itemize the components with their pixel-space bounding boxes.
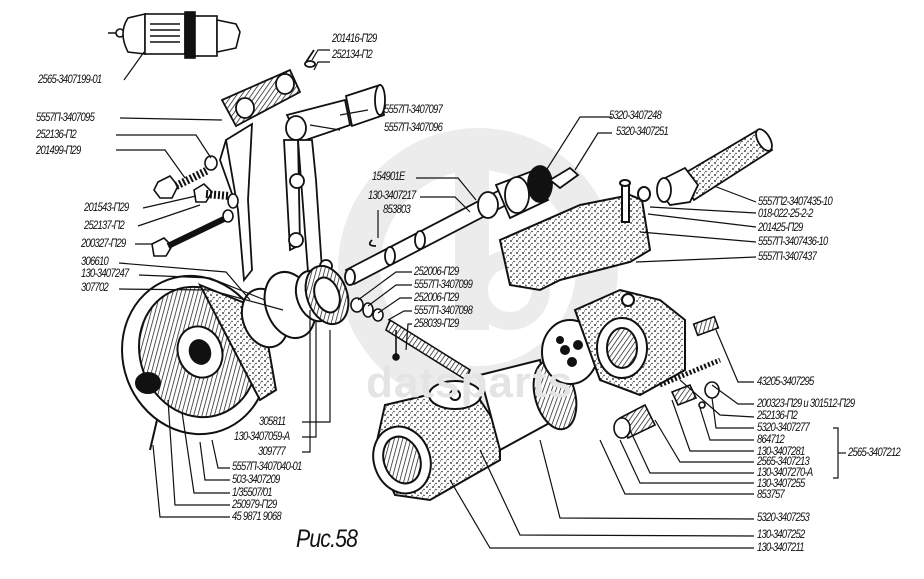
pump-head-drawing: [573, 288, 686, 397]
label-part-853757: 853757: [757, 489, 785, 501]
label-housing-437: 5557П-3407437: [758, 251, 817, 263]
label-part-45-9871: 45 9871 9068: [232, 511, 282, 523]
label-washer-left-2: 252137-П2: [84, 220, 125, 232]
label-bolt-top: 201416-П29: [332, 33, 377, 45]
label-shaft-217: 130-3407217: [368, 190, 416, 202]
label-part-099: 5557П-3407099: [414, 279, 473, 291]
label-part-255: 130-3407255: [757, 478, 805, 490]
label-bearing-154901: 154901Е: [372, 171, 405, 183]
label-bolt-left-2: 201543-П29: [84, 202, 129, 214]
label-bearing-2: 307702: [81, 282, 109, 294]
label-gear-5320-248: 5320-3407248: [609, 110, 662, 122]
label-gear-5320-251: 5320-3407251: [616, 126, 669, 138]
label-group-2565-212: 2565-3407212: [848, 447, 901, 459]
label-part-503-209: 503-3407209: [232, 474, 280, 486]
label-pin-top: 5557П-3407097: [384, 104, 443, 116]
starter-unit-drawing: [108, 11, 241, 81]
label-washer-252136: 252136-П2: [757, 410, 798, 422]
label-part-040-01: 5557П-3407040-01: [232, 461, 302, 473]
watermark-text: datsparts: [366, 358, 574, 407]
leader-lines: [116, 49, 846, 549]
label-part-059a: 130-3407059-А: [234, 431, 290, 443]
label-oring-018: 018-022-25-2-2: [758, 208, 813, 220]
label-lever-bracket: 5557П-3407095: [36, 112, 95, 124]
label-part-098: 5557П-3407098: [414, 305, 473, 317]
cylinder-block-drawing: [478, 319, 599, 452]
label-key-853803: 853803: [383, 204, 411, 216]
pump-body-drawing: [372, 380, 501, 502]
filter-tube-drawing: [656, 128, 774, 206]
label-part-252: 130-3407252: [757, 529, 805, 541]
label-part-270a: 130-3407270-А: [757, 467, 813, 479]
label-bolt-pair: 200323-П29 и 301512-П29: [757, 398, 855, 410]
label-bearing-309777: 309777: [258, 446, 286, 458]
drum-assembly-drawing: [121, 264, 350, 451]
lever-bracket-drawing: [219, 49, 386, 283]
label-pin-258039: 258039-П29: [414, 318, 459, 330]
label-bolt-left-1: 201499-П29: [36, 145, 81, 157]
label-plug-43205: 43205-3407295: [757, 376, 814, 388]
label-ball-864712: 864712: [757, 434, 785, 446]
label-lever-bracket-2: 5557П-3407096: [384, 122, 443, 134]
label-filter-435: 5557П2-3407435-10: [758, 196, 833, 208]
label-washer-252006-b: 252006-П29: [414, 292, 459, 304]
label-washer-left-1: 252136-П2: [36, 129, 77, 141]
label-part-253: 5320-3407253: [757, 512, 810, 524]
label-starter-unit: 2565-3407199-01: [38, 74, 102, 86]
label-part-1-35507: 1/35507/01: [232, 487, 273, 499]
label-bolt-201425: 201425-П29: [758, 222, 803, 234]
label-washer-top: 252134-П2: [332, 49, 373, 61]
label-washer-252006-a: 252006-П29: [414, 266, 459, 278]
valve-parts-drawing: [613, 315, 721, 440]
label-bearing-1: 306610: [81, 256, 109, 268]
label-valve-277: 5320-3407277: [757, 422, 810, 434]
upper-housing-drawing: [498, 179, 652, 292]
label-bearing-305811: 305811: [259, 416, 286, 428]
label-housing-436: 5557П-3407436-10: [758, 236, 828, 248]
label-part-211: 130-3407211: [757, 542, 805, 554]
label-pin-250979: 250979-П29: [232, 499, 277, 511]
label-ring-1: 130-3407247: [81, 268, 129, 280]
label-spring-281: 130-3407281: [757, 446, 805, 458]
label-bolt-left-3: 200327-П29: [81, 238, 126, 250]
shaft-drawing: [344, 165, 580, 286]
bolts-drawing: [151, 155, 239, 257]
figure-caption: Рис.58: [296, 525, 358, 553]
label-part-2565-213: 2565-3407213: [757, 456, 810, 468]
